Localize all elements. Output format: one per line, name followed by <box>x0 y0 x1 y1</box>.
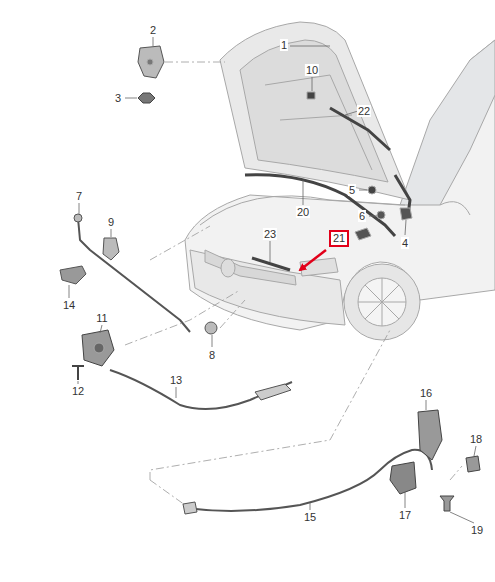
callout-number: 8 <box>208 349 216 361</box>
callout-number: 9 <box>107 216 115 228</box>
callout-number: 20 <box>296 206 310 218</box>
callout-number: 11 <box>95 312 108 324</box>
callout-number: 14 <box>62 299 76 311</box>
callout-number: 23 <box>263 228 277 240</box>
highlight-box: 21 <box>329 230 349 247</box>
pin-19 <box>440 496 454 511</box>
hinge-4 <box>400 208 412 220</box>
front-bumper <box>190 250 345 325</box>
handle-16 <box>418 410 442 460</box>
lock-bracket-2 <box>138 46 164 78</box>
callout-number: 5 <box>348 184 356 196</box>
grommet-8 <box>205 322 217 334</box>
rod-end <box>74 214 82 222</box>
rim-spokes <box>358 278 406 326</box>
seal-20 <box>245 175 395 236</box>
bracket-hole <box>147 59 153 65</box>
windshield <box>400 40 495 205</box>
callout-number: 22 <box>357 105 371 117</box>
bracket-17 <box>390 462 416 494</box>
cable-end <box>183 502 197 514</box>
callout-number: 13 <box>169 374 183 386</box>
callout-number: 16 <box>419 387 433 399</box>
bay-edge <box>200 196 405 225</box>
callout-number: 1 <box>280 39 288 51</box>
callout-number: 6 <box>358 210 366 222</box>
clip-18 <box>466 456 480 472</box>
seal-23 <box>252 258 290 270</box>
callout-number: 21 <box>333 232 345 244</box>
callout-number: 10 <box>305 64 319 76</box>
rod-7 <box>78 218 190 332</box>
assembly-lines <box>125 62 462 505</box>
callout-number: 19 <box>470 524 484 536</box>
rim <box>358 278 406 326</box>
callout-number: 7 <box>75 190 83 202</box>
leader-lines <box>69 37 476 523</box>
clip-9 <box>103 238 119 260</box>
buffer-5 <box>368 186 376 194</box>
callout-number: 3 <box>114 92 122 104</box>
callout-number: 12 <box>71 385 85 397</box>
hood <box>220 22 410 200</box>
nut-3 <box>138 93 155 103</box>
clip-6 <box>377 211 385 219</box>
callout-number: 15 <box>303 511 317 523</box>
latch-hole <box>94 343 104 353</box>
latch-11 <box>82 330 114 366</box>
hood-inner-panel <box>240 40 388 182</box>
pointer-arrow <box>300 250 326 270</box>
buffer-10 <box>307 92 315 99</box>
cable-sleeve <box>255 384 291 400</box>
bracket-14 <box>60 266 86 284</box>
latch-21 <box>355 228 371 240</box>
wheel <box>344 264 420 340</box>
cable-15 <box>185 450 432 511</box>
grille <box>205 250 296 285</box>
callout-number: 2 <box>149 24 157 36</box>
screw-12 <box>72 366 84 380</box>
cable-13 <box>110 370 292 409</box>
mirror <box>440 202 470 215</box>
callout-number: 17 <box>398 509 412 521</box>
callout-number: 18 <box>469 433 483 445</box>
badge <box>221 259 235 277</box>
callout-number: 4 <box>401 237 409 249</box>
